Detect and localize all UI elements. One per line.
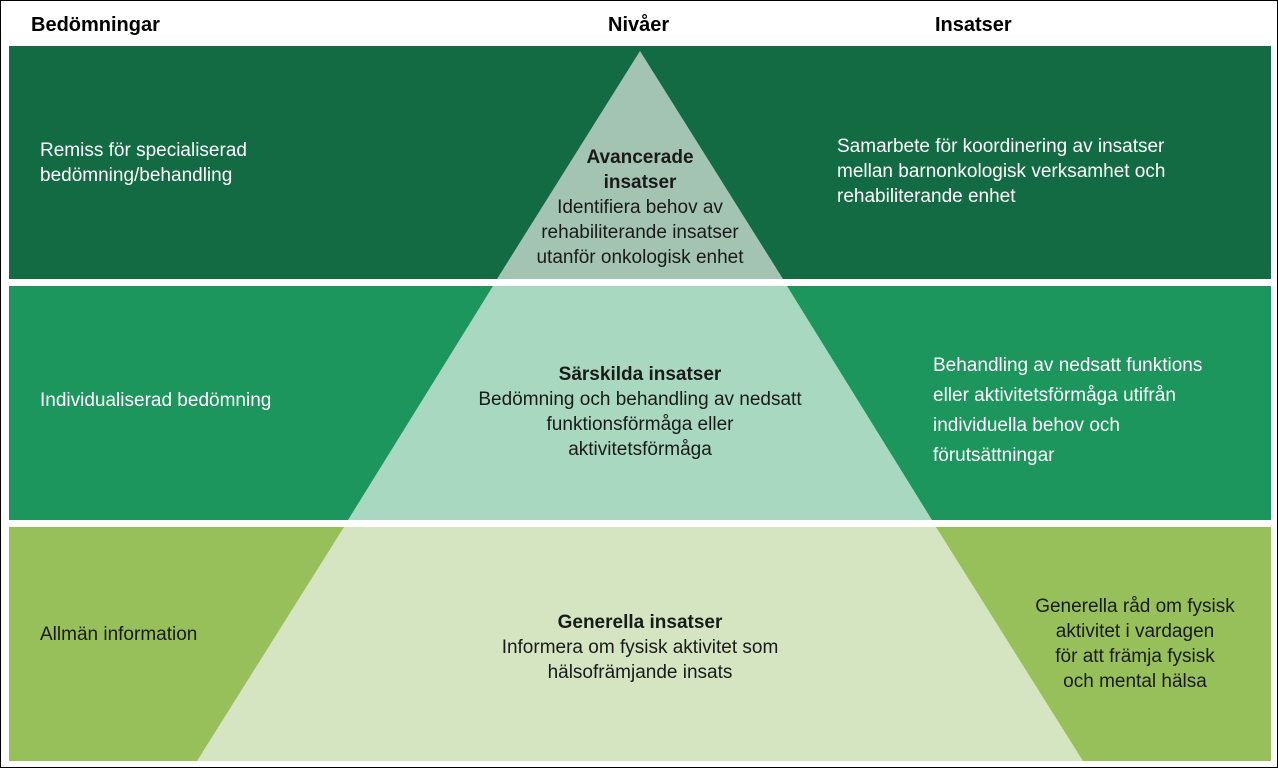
level-middle: Särskilda insatser Bedömning och behandl… [440, 362, 840, 462]
assessment-bottom: Allmän information [40, 624, 198, 645]
assessment-middle: Individualiserad bedömning [40, 390, 272, 411]
pyramid-tier-bottom [197, 527, 1083, 761]
assessment-top: Remiss för specialiserad bedömning/behan… [40, 138, 247, 188]
header-assessments: Bedömningar [31, 14, 160, 36]
level-bottom-title: Generella insatser [557, 612, 723, 633]
level-bottom-text1: Informera om fysisk aktivitet som [501, 637, 779, 658]
intervention-top: Samarbete för koordinering av insatser m… [837, 134, 1165, 209]
intervention-middle-line1: Behandling av nedsatt funktions [933, 355, 1203, 376]
intervention-middle-line2: eller aktivitetsförmåga utifrån [933, 385, 1176, 406]
level-middle-text3: aktivitetsförmåga [568, 439, 712, 460]
level-middle-text1: Bedömning och behandling av nedsatt [478, 389, 802, 410]
assessment-top-line2: bedömning/behandling [40, 165, 233, 186]
level-top-text2: rehabiliterande insatser [541, 222, 739, 243]
pyramid-tier-top [497, 51, 783, 279]
level-top: Avancerade insatser Identifiera behov av… [490, 145, 790, 270]
level-middle-text2: funktionsförmåga eller [546, 414, 734, 435]
level-top-text1: Identifiera behov av [557, 197, 723, 218]
intervention-middle: Behandling av nedsatt funktions eller ak… [933, 351, 1202, 471]
level-bottom-text2: hälsofrämjande insats [547, 662, 733, 683]
intervention-bottom-line2: aktivitet i vardagen [1055, 621, 1215, 642]
intervention-top-line1: Samarbete för koordinering av insatser [837, 136, 1165, 157]
header-levels: Nivåer [608, 14, 670, 36]
header-interventions: Insatser [935, 14, 1012, 36]
level-top-title1: Avancerade [586, 147, 694, 168]
intervention-bottom-line1: Generella råd om fysisk [1035, 596, 1235, 617]
level-middle-title: Särskilda insatser [558, 364, 722, 385]
level-top-text3: utanför onkologisk enhet [536, 247, 744, 268]
level-bottom: Generella insatser Informera om fysisk a… [440, 610, 840, 685]
assessment-top-line1: Remiss för specialiserad [40, 140, 247, 161]
intervention-bottom-line4: och mental hälsa [1063, 671, 1207, 692]
intervention-middle-line4: förutsättningar [933, 445, 1055, 466]
intervention-top-line3: rehabiliterande enhet [837, 186, 1016, 207]
level-top-title2: insatser [603, 172, 677, 193]
intervention-top-line2: mellan barnonkologisk verksamhet och [837, 161, 1166, 182]
pyramid-tier-middle [348, 286, 932, 520]
intervention-middle-line3: individuella behov och [933, 415, 1120, 436]
intervention-bottom: Generella råd om fysisk aktivitet i vard… [1005, 594, 1265, 694]
intervention-bottom-line3: för att främja fysisk [1055, 646, 1215, 667]
